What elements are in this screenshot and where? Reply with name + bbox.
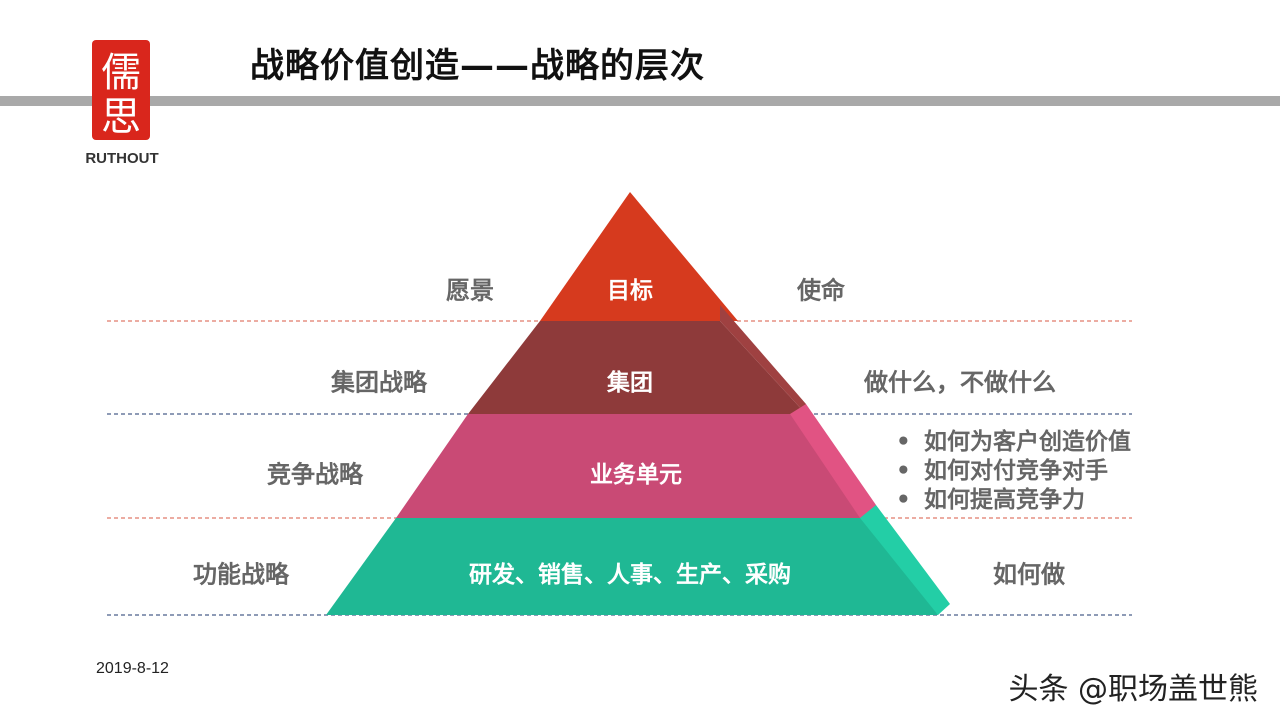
pyramid-level-3-front	[396, 414, 876, 518]
bullet-item: •如何对付竞争对手	[896, 458, 1108, 484]
left-label-competitive-strategy: 竞争战略	[267, 460, 363, 489]
pyramid-level-4-label: 研发、销售、人事、生产、采购	[469, 562, 791, 588]
pyramid-level-2-front	[468, 321, 806, 414]
bullet-dot-icon: •	[896, 487, 911, 513]
right-label-mission: 使命	[797, 276, 845, 305]
logo-glyph-2: 思	[101, 94, 141, 140]
bullet-item: •如何提高竞争力	[896, 487, 1085, 513]
right-label-what-to-do: 做什么，不做什么	[864, 368, 1056, 397]
header-divider-bar	[0, 96, 1280, 106]
logo-glyph-1: 儒	[101, 50, 141, 96]
left-label-vision: 愿景	[446, 276, 494, 305]
logo-text: RUTHOUT	[85, 150, 159, 167]
left-label-corporate-strategy: 集团战略	[331, 368, 427, 397]
bullet-dot-icon: •	[896, 429, 911, 455]
pyramid-level-2-label: 集团	[607, 370, 653, 396]
left-label-functional-strategy: 功能战略	[193, 560, 289, 589]
bullet-item: •如何为客户创造价值	[896, 429, 1131, 455]
pyramid-level-1-front	[540, 192, 738, 321]
pyramid-level-3-side	[790, 404, 876, 518]
right-label-how-to-do: 如何做	[993, 560, 1065, 589]
pyramid-level-1-label: 目标	[607, 278, 653, 304]
pyramid-level-3-label: 业务单元	[590, 462, 682, 488]
pyramid-level-2-side	[720, 305, 806, 414]
right-bullet-list: •如何为客户创造价值 •如何对付竞争对手 •如何提高竞争力	[896, 428, 1131, 515]
seal-logo-icon: 儒 思	[92, 40, 150, 140]
pyramid-level-4-front	[326, 518, 938, 615]
pyramid-level-4-side	[860, 505, 950, 615]
page-title: 战略价值创造——战略的层次	[250, 46, 705, 86]
source-watermark: 头条 @职场盖世熊	[1008, 672, 1258, 707]
bullet-dot-icon: •	[896, 458, 911, 484]
slide-date: 2019-8-12	[96, 660, 169, 677]
